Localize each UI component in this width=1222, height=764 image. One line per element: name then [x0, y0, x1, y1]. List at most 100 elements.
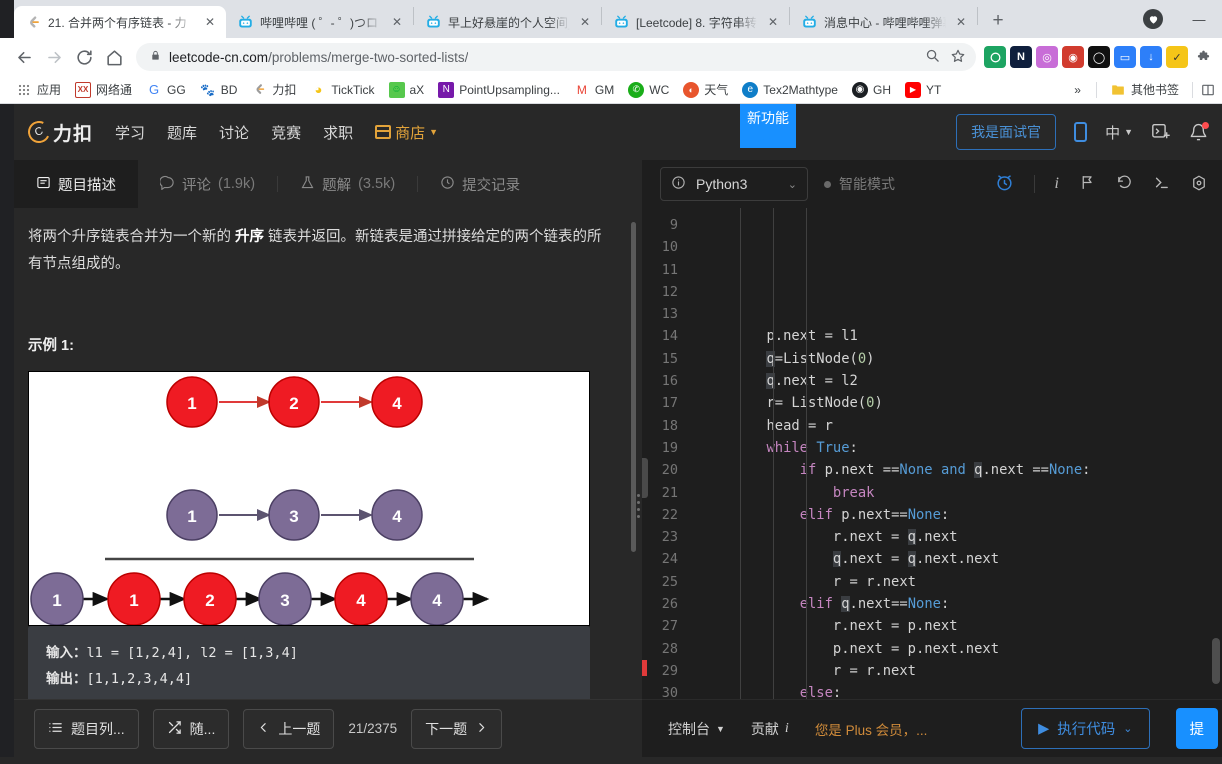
- extension-icon-dark[interactable]: ◯: [1088, 46, 1110, 68]
- bookmark-pointupsampling[interactable]: N PointUpsampling...: [432, 79, 566, 101]
- code-line[interactable]: head = r: [766, 417, 833, 434]
- new-tab-button[interactable]: +: [992, 10, 1004, 31]
- console-button[interactable]: 控制台 ▼: [668, 719, 725, 739]
- tab-solutions[interactable]: 题解 (3.5k): [278, 160, 417, 208]
- extension-icon-ticktick[interactable]: ✓: [1166, 46, 1188, 68]
- bookmark-bd[interactable]: 🐾 BD: [194, 79, 244, 101]
- nav-item-problems[interactable]: 题库: [167, 124, 198, 142]
- interviewer-button[interactable]: 我是面试官: [956, 114, 1057, 150]
- code-line[interactable]: r.next = q.next: [832, 529, 958, 546]
- code-line[interactable]: p.next = p.next.next: [832, 640, 1000, 657]
- code-line[interactable]: elif p.next==None:: [799, 506, 950, 523]
- code-line[interactable]: while True:: [766, 439, 858, 456]
- bookmark-tex2mathtype[interactable]: e Tex2Mathtype: [736, 79, 844, 101]
- bookmark-wlt[interactable]: XX 网络通: [69, 78, 138, 101]
- close-icon[interactable]: ✕: [955, 15, 967, 29]
- contribute-button[interactable]: 贡献 i: [751, 719, 789, 739]
- browser-tab-1[interactable]: 哔哩哔哩 ( ゜- ゜)つロ 干杯 ✕: [226, 6, 413, 38]
- code-line[interactable]: r = r.next: [832, 662, 916, 679]
- smart-mode-toggle[interactable]: 智能模式: [824, 174, 895, 194]
- flag-icon[interactable]: [1079, 174, 1096, 194]
- forward-icon[interactable]: [40, 43, 68, 71]
- mobile-icon[interactable]: [1074, 122, 1088, 142]
- extension-icon-green[interactable]: [984, 46, 1006, 68]
- browser-tab-4[interactable]: 消息中心 - 哔哩哔哩弹幕 ✕: [790, 6, 977, 38]
- nav-item-study[interactable]: 学习: [115, 124, 146, 142]
- problem-scrollbar[interactable]: [631, 222, 636, 552]
- bookmark-ticktick[interactable]: ◕ TickTick: [304, 79, 380, 101]
- editor-scrollbar[interactable]: [1212, 638, 1220, 684]
- info-icon[interactable]: i: [1054, 175, 1059, 192]
- bookmark-yt[interactable]: ▶ YT: [899, 79, 947, 101]
- code-line[interactable]: p.next = l1: [766, 328, 858, 345]
- tab-comments[interactable]: 评论 (1.9k): [138, 160, 277, 208]
- bookmark-star-icon[interactable]: [950, 48, 966, 67]
- extension-icon-blue[interactable]: ▭: [1114, 46, 1136, 68]
- language-selector[interactable]: Python3 ⌄: [660, 167, 808, 201]
- reading-list-icon[interactable]: [1200, 82, 1216, 98]
- extension-icon-blue2[interactable]: ↓: [1140, 46, 1162, 68]
- submit-button[interactable]: 提: [1175, 708, 1218, 749]
- address-bar[interactable]: leetcode-cn.com/problems/merge-two-sorte…: [136, 43, 976, 71]
- code-line[interactable]: r.next = p.next: [832, 618, 958, 635]
- code-line[interactable]: r= ListNode(0): [766, 395, 883, 412]
- code-line[interactable]: q.next = l2: [766, 373, 858, 390]
- code-line[interactable]: q=ListNode(0): [766, 350, 875, 367]
- code-content[interactable]: p.next = l1 q=ListNode(0) q.next = l2 r=…: [688, 208, 1222, 699]
- close-icon[interactable]: ✕: [767, 15, 779, 29]
- bookmark-gh[interactable]: ◉ GH: [846, 79, 897, 101]
- close-icon[interactable]: ✕: [391, 15, 403, 29]
- notification-bell-icon[interactable]: [1189, 121, 1209, 142]
- extension-icon-red[interactable]: ◉: [1062, 46, 1084, 68]
- next-problem-button[interactable]: 下一题: [411, 708, 503, 749]
- minimize-button[interactable]: —: [1192, 11, 1206, 27]
- console-icon[interactable]: [1153, 174, 1170, 194]
- nav-item-shop[interactable]: 商店 ▼: [375, 122, 438, 143]
- reset-icon[interactable]: [1116, 174, 1133, 194]
- extension-puzzle-icon[interactable]: [1192, 46, 1214, 68]
- bookmark-weather[interactable]: ◐ 天气: [677, 78, 734, 101]
- nav-item-jobs[interactable]: 求职: [323, 124, 354, 142]
- nav-item-discuss[interactable]: 讨论: [219, 124, 250, 142]
- code-line[interactable]: if p.next ==None and q.next ==None:: [799, 462, 1091, 479]
- home-icon[interactable]: [100, 43, 128, 71]
- extension-icon-pink[interactable]: ◎: [1036, 46, 1058, 68]
- random-problem-button[interactable]: 随...: [152, 708, 230, 749]
- code-line[interactable]: q.next = q.next.next: [832, 551, 1000, 568]
- browser-tab-0[interactable]: 21. 合并两个有序链表 - 力 ✕: [14, 6, 226, 38]
- code-line[interactable]: elif q.next==None:: [799, 596, 950, 613]
- close-icon[interactable]: ✕: [579, 15, 591, 29]
- bookmark-leetcode[interactable]: 力扣: [245, 78, 302, 101]
- code-line[interactable]: r = r.next: [832, 573, 916, 590]
- site-logo[interactable]: C 力扣: [24, 117, 93, 147]
- browser-tab-3[interactable]: [Leetcode] 8. 字符串转 ✕: [602, 6, 789, 38]
- code-line[interactable]: else:: [799, 685, 842, 699]
- extension-icon-n[interactable]: N: [1010, 46, 1032, 68]
- tab-submissions[interactable]: 提交记录: [418, 160, 542, 208]
- bookmark-other-folder[interactable]: 其他书签: [1104, 78, 1185, 101]
- playground-icon[interactable]: [1151, 123, 1171, 141]
- bookmark-wc[interactable]: ✆ WC: [622, 79, 675, 101]
- bookmark-apps[interactable]: 应用: [10, 78, 67, 101]
- bookmark-ax[interactable]: ☺ aX: [383, 79, 431, 101]
- tab-description[interactable]: 题目描述: [14, 160, 138, 208]
- run-code-button[interactable]: ▶ 执行代码 ⌄: [1021, 708, 1150, 749]
- browser-tab-2[interactable]: 早上好悬崖的个人空间_哔 ✕: [414, 6, 601, 38]
- back-icon[interactable]: [10, 43, 38, 71]
- close-icon[interactable]: ✕: [204, 15, 216, 29]
- problem-list-button[interactable]: 题目列...: [34, 708, 139, 749]
- split-resize-handle[interactable]: [637, 494, 643, 518]
- language-selector[interactable]: 中 ▼: [1105, 122, 1133, 143]
- search-icon[interactable]: [925, 48, 940, 66]
- timer-icon[interactable]: [995, 173, 1014, 195]
- nav-item-contest[interactable]: 竞赛: [271, 124, 302, 142]
- code-line[interactable]: break: [832, 484, 875, 501]
- prev-problem-button[interactable]: 上一题: [243, 708, 335, 749]
- bookmark-gm[interactable]: M GM: [568, 79, 620, 101]
- profile-avatar[interactable]: [1130, 3, 1176, 35]
- bookmarks-overflow-button[interactable]: »: [1074, 82, 1081, 97]
- reload-icon[interactable]: [70, 43, 98, 71]
- settings-icon[interactable]: [1190, 174, 1208, 195]
- bookmark-gg[interactable]: G GG: [140, 79, 192, 101]
